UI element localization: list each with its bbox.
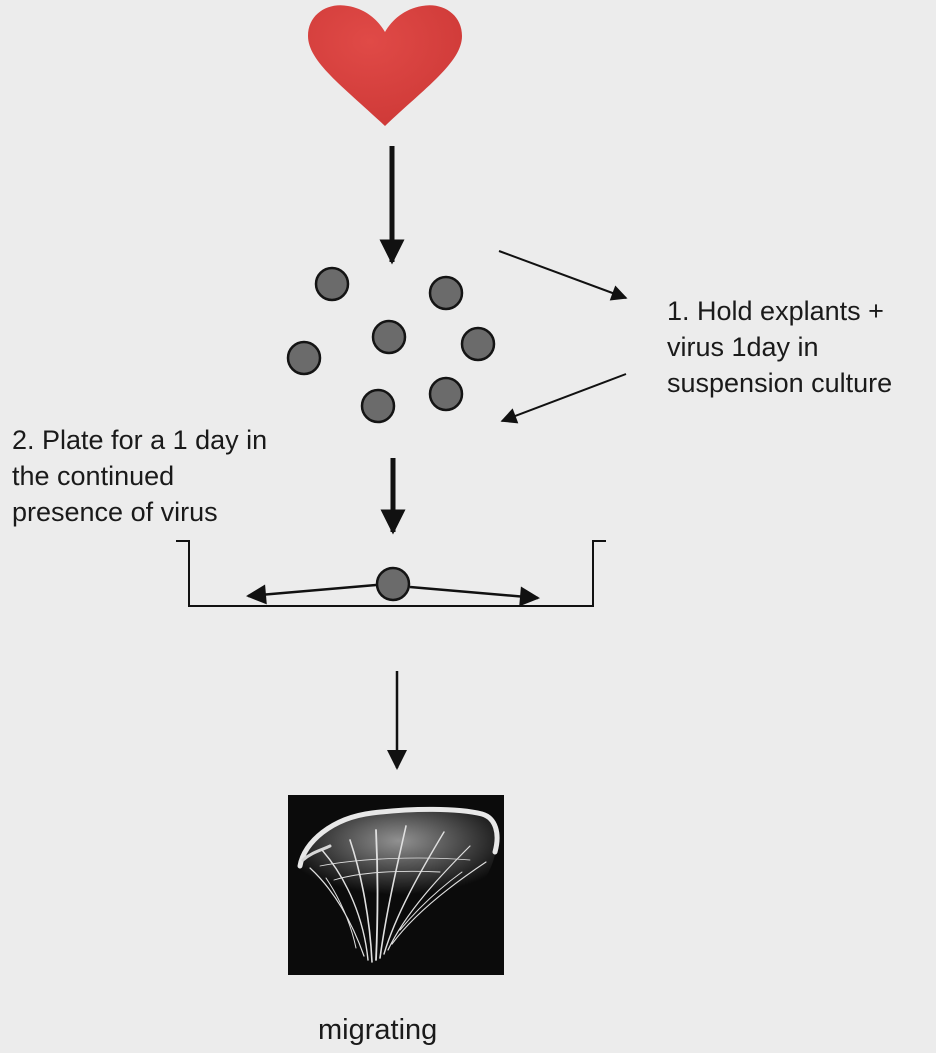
migration-arrow-left <box>248 585 376 596</box>
arrow-from-step1 <box>502 374 626 421</box>
heart-icon <box>308 5 462 126</box>
step2-label: 2. Plate for a 1 day in the continued pr… <box>12 422 342 530</box>
micrograph-caption: migrating <box>318 1011 478 1049</box>
explant <box>288 342 320 374</box>
explant <box>430 277 462 309</box>
explant <box>462 328 494 360</box>
arrow-to-step1 <box>499 251 626 298</box>
explant <box>430 378 462 410</box>
migrating-cell-micrograph <box>288 795 504 975</box>
explant-group <box>288 268 494 422</box>
plated-explant <box>377 568 409 600</box>
migration-arrow-right <box>410 587 538 598</box>
explant <box>373 321 405 353</box>
explant <box>362 390 394 422</box>
explant <box>316 268 348 300</box>
step1-label: 1. Hold explants + virus 1day in suspens… <box>667 293 936 401</box>
